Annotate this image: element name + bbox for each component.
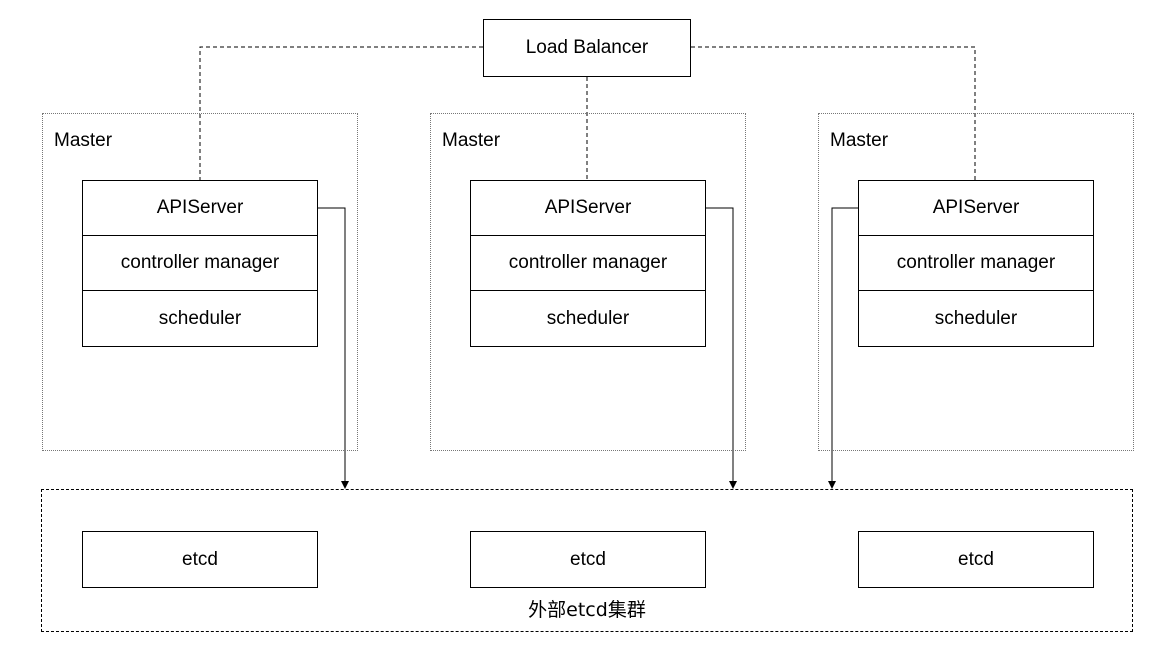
apiserver-box: APIServer <box>471 181 705 236</box>
etcd-label: etcd <box>570 548 606 570</box>
etcd-node-2: etcd <box>470 531 706 588</box>
apiserver-box: APIServer <box>83 181 317 236</box>
controller-manager-box: controller manager <box>471 236 705 291</box>
master-3-components: APIServer controller manager scheduler <box>858 180 1094 347</box>
api-etcd-arrow-1 <box>311 204 349 489</box>
master-2-components: APIServer controller manager scheduler <box>470 180 706 347</box>
etcd-node-1: etcd <box>82 531 318 588</box>
controller-manager-box: controller manager <box>859 236 1093 291</box>
master-label: Master <box>54 130 113 151</box>
master-node-1: Master <box>42 113 358 451</box>
api-etcd-arrow-3 <box>828 204 865 489</box>
master-node-3: Master <box>818 113 1134 451</box>
scheduler-box: scheduler <box>158 307 242 329</box>
etcd-label: etcd <box>182 548 218 570</box>
master-1-components: APIServer controller manager scheduler <box>82 180 318 347</box>
load-balancer-label: Load Balancer <box>525 37 649 58</box>
scheduler-box: scheduler <box>546 307 630 329</box>
master-node-2: Master <box>430 113 746 451</box>
etcd-cluster-label: 外部etcd集群 <box>528 599 646 621</box>
load-balancer: Load Balancer <box>483 19 691 77</box>
etcd-label: etcd <box>958 548 994 570</box>
lb-link-master-3 <box>691 46 976 180</box>
controller-manager-box: controller manager <box>83 236 317 291</box>
etcd-node-3: etcd <box>858 531 1094 588</box>
master-label: Master <box>442 130 501 151</box>
api-etcd-arrow-2 <box>699 204 737 489</box>
lb-link-master-1 <box>199 46 483 180</box>
master-label: Master <box>830 130 889 151</box>
apiserver-box: APIServer <box>859 181 1093 236</box>
external-etcd-cluster: 外部etcd集群 <box>41 489 1133 632</box>
scheduler-box: scheduler <box>934 307 1018 329</box>
